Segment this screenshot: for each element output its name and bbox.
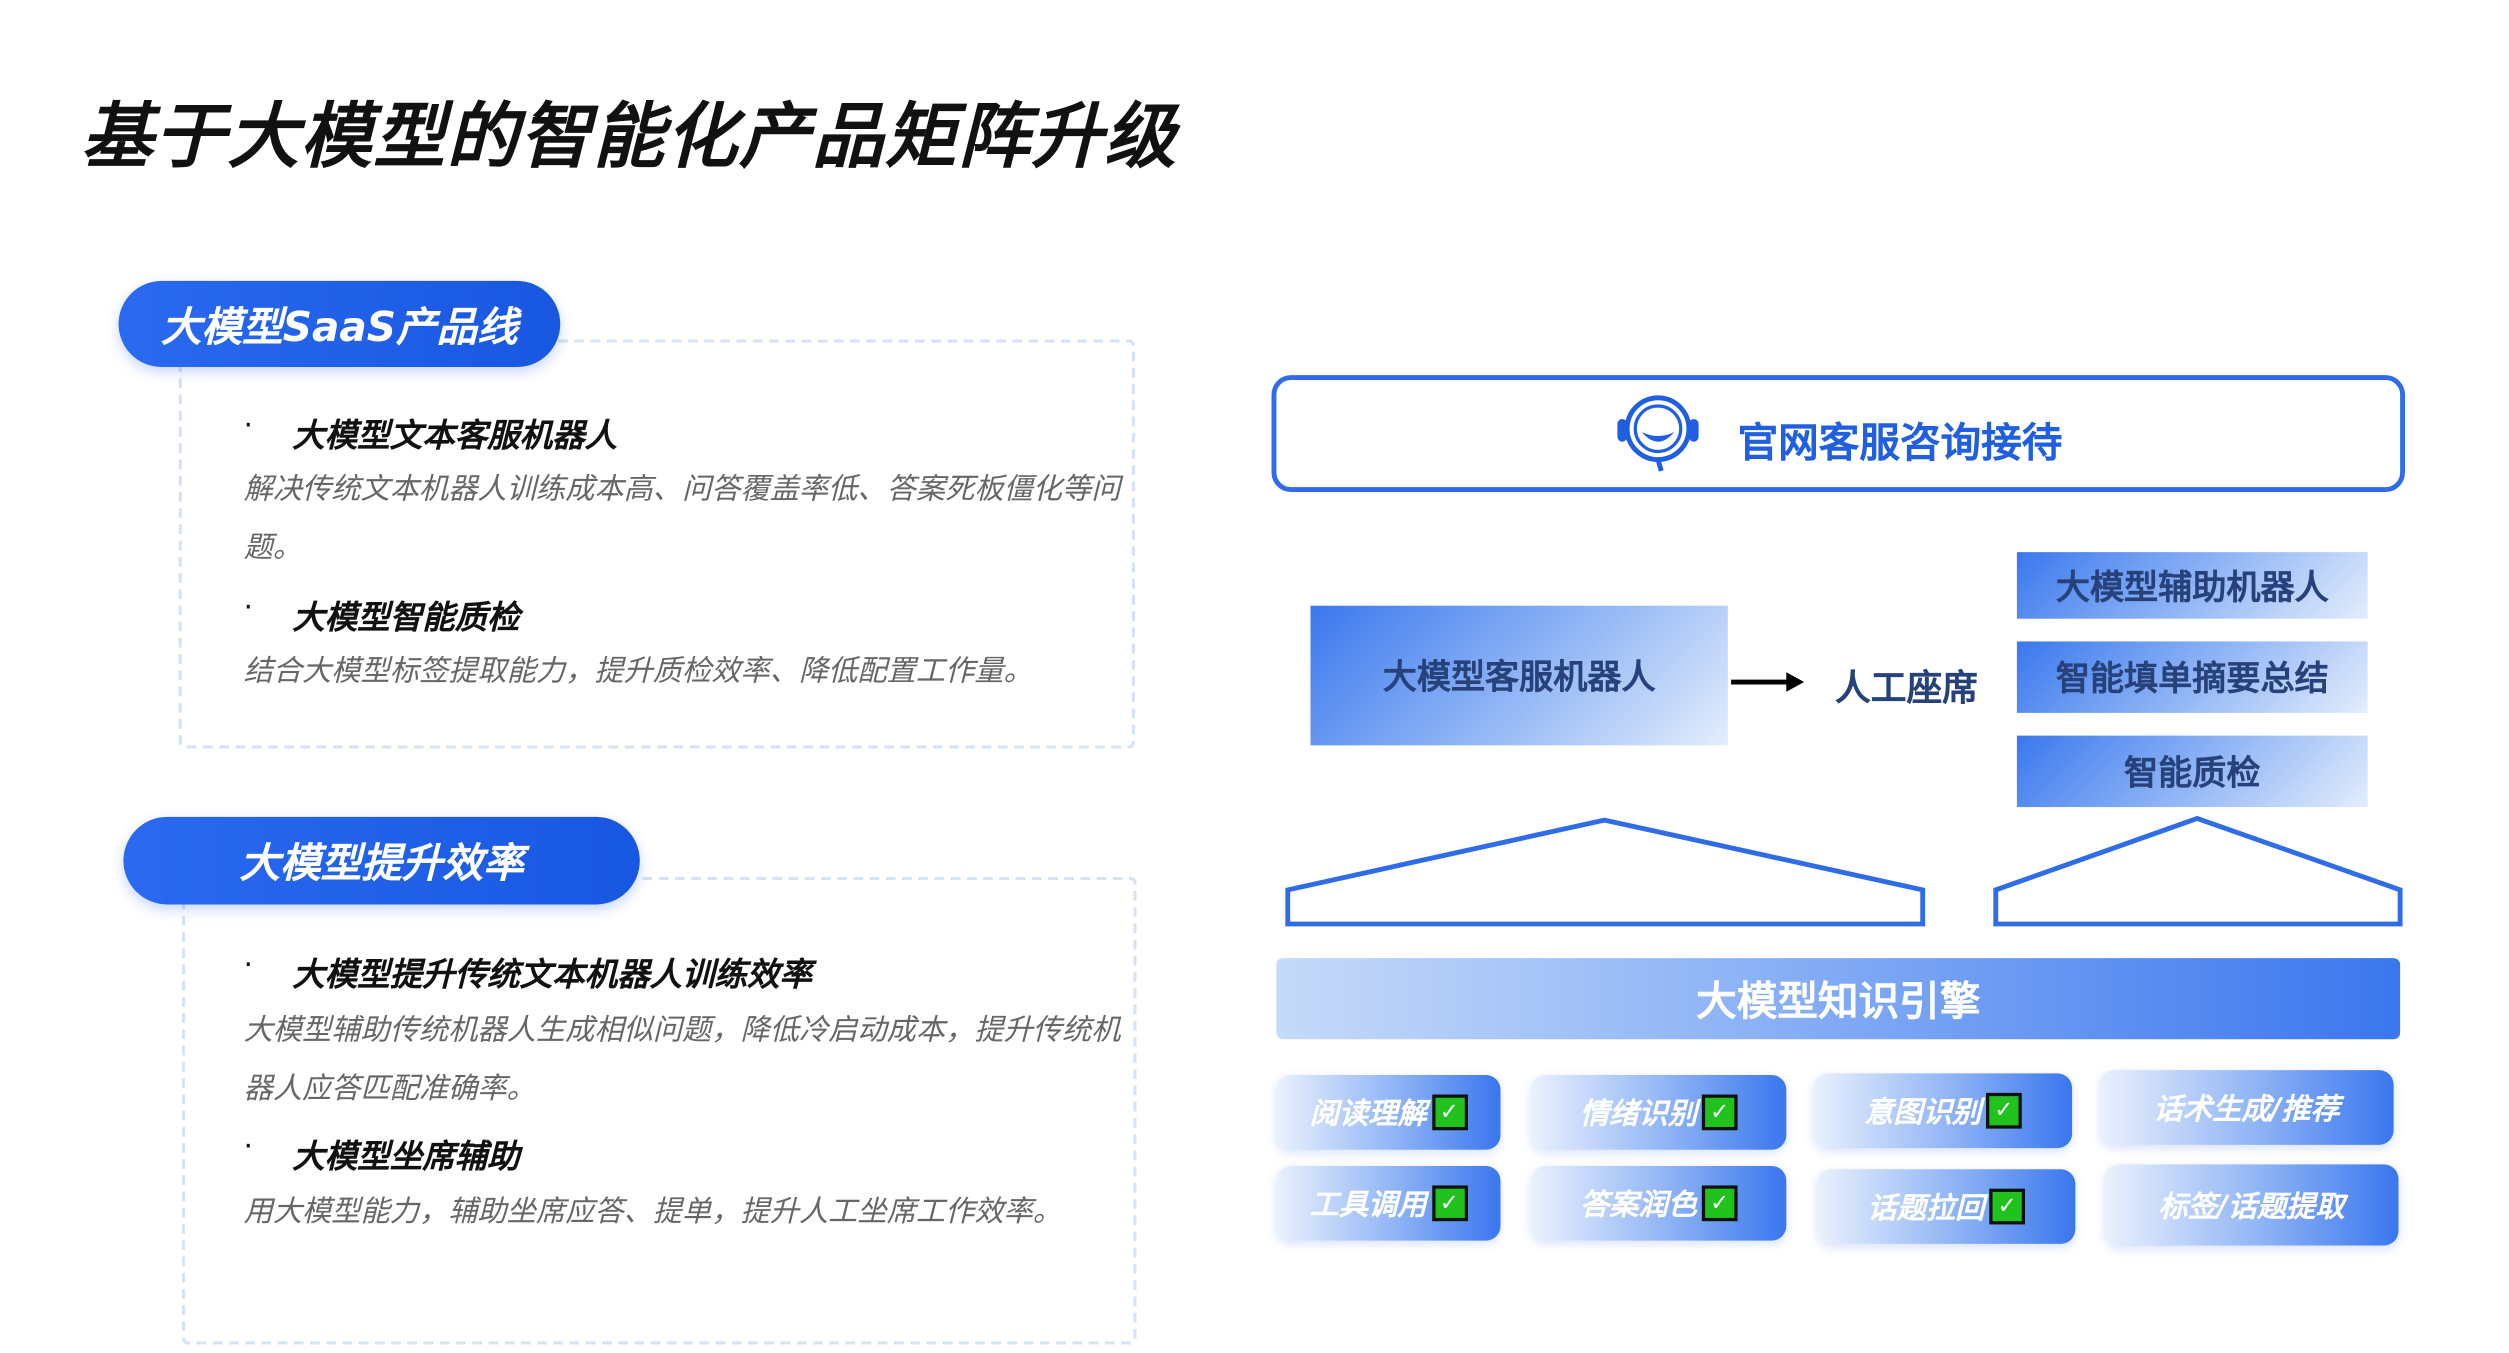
capability-chip: 答案润色✓ (1531, 1165, 1787, 1241)
capability-label: 话题拉回 (1867, 1191, 1985, 1227)
customer-service-headset-icon (1617, 395, 1699, 472)
bullet-desc: 大模型辅助传统机器人生成相似问题，降低冷启动成本，提升传统机器人应答匹配准确率。 (243, 1013, 1121, 1106)
bullet-desc: 结合大模型标签提取能力，提升质检效率、降低配置工作量。 (243, 654, 1033, 689)
capability-chip: 标签/话题提取 (2104, 1164, 2399, 1246)
website-service-box (1271, 375, 2405, 493)
capability-label: 意图识别 (1864, 1096, 1982, 1131)
pill-efficiency: 大模型提升效率 (123, 816, 640, 905)
llm-service-robot-box: 大模型客服机器人 (1310, 605, 1728, 746)
capability-label: 答案润色 (1580, 1188, 1697, 1223)
arrow-right-icon (1731, 672, 1805, 692)
roof-right (1993, 815, 2403, 927)
capability-label: 工具调用 (1309, 1188, 1427, 1223)
checkbox-checked-icon: ✓ (1986, 1092, 2022, 1129)
capability-chip: 话术生成/推荐 (2099, 1070, 2394, 1145)
website-service-label: 官网客服咨询接待 (1737, 418, 2063, 467)
bullet: · (243, 409, 253, 444)
checkbox-checked-icon: ✓ (1431, 1094, 1468, 1131)
capability-chip: 阅读理解✓ (1276, 1075, 1501, 1150)
agent-tool-box: 智能填单摘要总结 (2016, 641, 2368, 713)
capability-label: 标签/话题提取 (2158, 1190, 2345, 1225)
capability-chip: 工具调用✓ (1276, 1165, 1501, 1241)
checkbox-checked-icon: ✓ (1701, 1185, 1738, 1222)
bullet-desc: 用大模型能力，辅助坐席应答、提单，提升人工坐席工作效率。 (243, 1195, 1063, 1230)
page-title: 基于大模型的智能化产品矩阵升级 (81, 95, 1178, 179)
bullet: · (243, 591, 253, 626)
bullet-desc: 解决传统文本机器人训练成本高、问答覆盖率低、答案死板僵化等问题。 (243, 472, 1121, 566)
llm-knowledge-engine-bar: 大模型知识引擎 (1276, 958, 2401, 1040)
agent-tool-box: 大模型辅助机器人 (2016, 552, 2368, 619)
section-box-efficiency (181, 876, 1137, 1345)
bullet-heading: 大模型智能质检 (292, 597, 520, 637)
checkbox-checked-icon: ✓ (1431, 1185, 1468, 1222)
checkbox-checked-icon: ✓ (1701, 1094, 1738, 1131)
capability-chip: 话题拉回✓ (1817, 1169, 2076, 1244)
capability-chip: 情绪识别✓ (1531, 1075, 1787, 1150)
bullet: · (243, 1130, 253, 1165)
capability-chip: 意图识别✓ (1813, 1073, 2073, 1149)
agent-tool-box: 智能质检 (2016, 735, 2368, 808)
capability-label: 话术生成/推荐 (2153, 1092, 2340, 1127)
bullet-heading: 大模型提升传统文本机器人训练效率 (292, 954, 812, 994)
roof-left (1285, 817, 1926, 927)
capability-label: 阅读理解 (1309, 1097, 1427, 1132)
section-box-saas (178, 339, 1136, 749)
bullet: · (243, 948, 253, 983)
bullet-heading: 大模型文本客服机器人 (292, 415, 618, 455)
pill-saas-product-line: 大模型SaaS产品线 (118, 280, 561, 368)
checkbox-checked-icon: ✓ (1989, 1188, 2026, 1225)
capability-label: 情绪识别 (1580, 1097, 1697, 1132)
human-agent-label: 人工座席 (1835, 669, 1978, 710)
bullet-heading: 大模型坐席辅助 (292, 1136, 520, 1176)
